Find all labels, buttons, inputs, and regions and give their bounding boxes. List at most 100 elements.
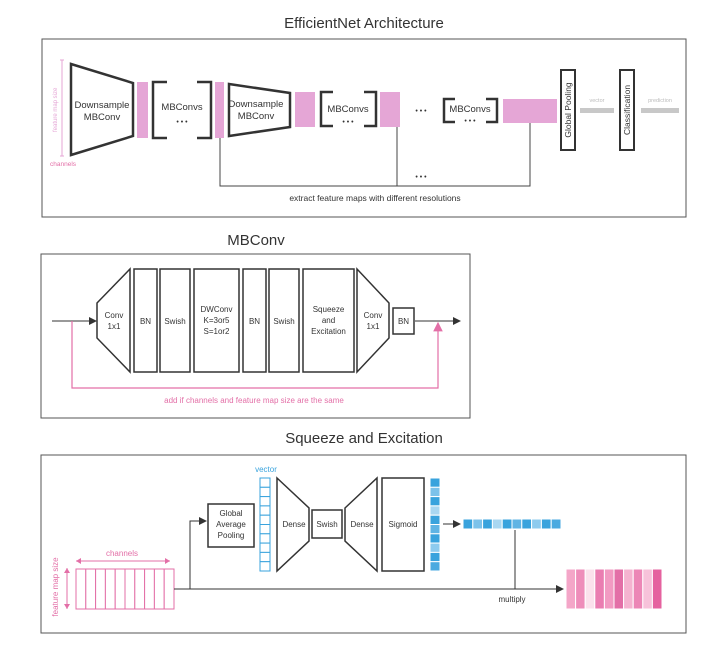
mbconvs-group-2 bbox=[319, 90, 378, 128]
weight-row-cell bbox=[501, 518, 513, 530]
se-fmap-label: feature map size bbox=[51, 557, 60, 617]
conv1x1-expand bbox=[96, 267, 131, 374]
extract-dots: • • • bbox=[415, 174, 427, 181]
classification-block bbox=[619, 69, 635, 151]
mbconvs-1-label: MBConvs bbox=[161, 102, 202, 113]
mbconv-bn-2 bbox=[242, 268, 267, 373]
gap-line2: Average bbox=[216, 520, 246, 529]
input-channel-stripe bbox=[153, 568, 165, 610]
gap-line1: Global bbox=[219, 509, 242, 518]
se-pooled-vector bbox=[259, 477, 271, 572]
dwconv-line3: S=1or2 bbox=[203, 327, 230, 336]
se-to-gap-line bbox=[174, 517, 207, 590]
downsample-1-line1: Downsample bbox=[75, 100, 130, 111]
se-block-line3: Excitation bbox=[311, 327, 346, 336]
vector-cell bbox=[259, 514, 271, 526]
bn-2-label: BN bbox=[249, 317, 260, 326]
input-channel-stripe bbox=[114, 568, 126, 610]
se-channels-arrow-right-head bbox=[165, 558, 170, 564]
bn-1-label: BN bbox=[140, 317, 151, 326]
weight-row-cell bbox=[550, 518, 562, 530]
downsample-mbconv-2 bbox=[227, 82, 292, 138]
prediction-bar bbox=[641, 108, 679, 113]
arch-side-axis: feature map size channels bbox=[50, 59, 77, 168]
arch-feature-map-size-label: feature map size bbox=[53, 87, 59, 132]
dense-1-label: Dense bbox=[282, 520, 306, 529]
conv-project-line1: Conv bbox=[364, 311, 383, 320]
output-channel-stripe bbox=[594, 568, 605, 610]
se-channels-arrow-left-head bbox=[76, 558, 81, 564]
arch-channels-label: channels bbox=[50, 161, 77, 168]
weight-cell bbox=[429, 505, 441, 516]
output-channel-stripe bbox=[632, 568, 644, 610]
weight-cell bbox=[429, 551, 441, 563]
weight-cell bbox=[429, 477, 441, 488]
vector-bar bbox=[580, 108, 614, 113]
mbconv-title: MBConv bbox=[227, 232, 285, 249]
skip-connection-label: add if channels and feature map size are… bbox=[164, 396, 344, 405]
weight-row-cell bbox=[511, 518, 523, 530]
weight-cell bbox=[429, 533, 441, 544]
se-input-feature-map bbox=[75, 568, 175, 610]
vector-cell bbox=[259, 561, 271, 572]
mbconvs-1-dots: • • • bbox=[176, 119, 188, 126]
swish-2-label: Swish bbox=[273, 317, 294, 326]
se-weights-vector bbox=[429, 477, 441, 572]
gap-line3: Pooling bbox=[218, 531, 245, 540]
output-channel-stripe bbox=[642, 568, 653, 610]
downsample-1-line2: MBConv bbox=[84, 112, 121, 123]
se-fmap-arrow-top-head bbox=[64, 568, 70, 573]
output-channel-stripe bbox=[603, 568, 615, 610]
output-channel-stripe bbox=[584, 568, 596, 610]
conv-expand-line1: Conv bbox=[105, 311, 124, 320]
weight-cell bbox=[429, 561, 441, 572]
mbconvs-3-dots: • • • bbox=[464, 118, 476, 125]
downsample-mbconv-1 bbox=[69, 62, 135, 157]
extract-label: extract feature maps with different reso… bbox=[289, 193, 460, 203]
weight-row-cell bbox=[521, 518, 533, 530]
vector-cell bbox=[259, 505, 271, 516]
weight-row-cell bbox=[491, 518, 503, 530]
input-channel-stripe bbox=[163, 568, 175, 610]
se-sigmoid-label: Sigmoid bbox=[389, 520, 418, 529]
vector-cell bbox=[259, 477, 271, 488]
se-block-line1: Squeeze bbox=[313, 305, 345, 314]
vector-label: vector bbox=[590, 98, 605, 104]
mbconvs-group-1 bbox=[151, 80, 213, 140]
se-block-line2: and bbox=[322, 316, 335, 325]
mbconvs-3-label: MBConvs bbox=[449, 104, 490, 115]
vector-cell bbox=[259, 496, 271, 507]
input-channel-stripe bbox=[75, 568, 87, 610]
mbconv-bn-1 bbox=[133, 268, 158, 373]
dwconv-line1: DWConv bbox=[200, 305, 232, 314]
conv-project-line2: 1x1 bbox=[367, 322, 380, 331]
vector-cell bbox=[259, 533, 271, 544]
se-title: Squeeze and Excitation bbox=[285, 430, 443, 447]
downsample-2-line2: MBConv bbox=[238, 111, 275, 122]
se-gap-block bbox=[207, 503, 255, 548]
input-channel-stripe bbox=[134, 568, 146, 610]
mbconv-dwconv bbox=[193, 268, 240, 373]
dwconv-line2: K=3or5 bbox=[203, 316, 230, 325]
se-channels-label: channels bbox=[106, 549, 138, 558]
se-swish-label: Swish bbox=[316, 520, 337, 529]
se-output-feature-map bbox=[565, 568, 663, 610]
mbconvs-group-3 bbox=[442, 97, 499, 124]
se-frame bbox=[40, 454, 687, 634]
mbconvs-2-label: MBConvs bbox=[327, 104, 368, 115]
feature-block-4 bbox=[380, 92, 400, 127]
mbconv-squeeze-excitation bbox=[302, 268, 355, 373]
se-dense-2 bbox=[344, 476, 378, 573]
weight-cell bbox=[429, 514, 441, 526]
feature-block-5 bbox=[503, 99, 557, 123]
weight-row-cell bbox=[472, 518, 484, 530]
mbconv-swish-2 bbox=[268, 268, 300, 373]
weight-cell bbox=[429, 542, 441, 553]
se-swish bbox=[311, 509, 343, 539]
weight-cell bbox=[429, 496, 441, 507]
dense-2-label: Dense bbox=[350, 520, 374, 529]
bn-3-label: BN bbox=[398, 317, 409, 326]
input-channel-stripe bbox=[85, 568, 97, 610]
arch-frame bbox=[41, 38, 687, 218]
